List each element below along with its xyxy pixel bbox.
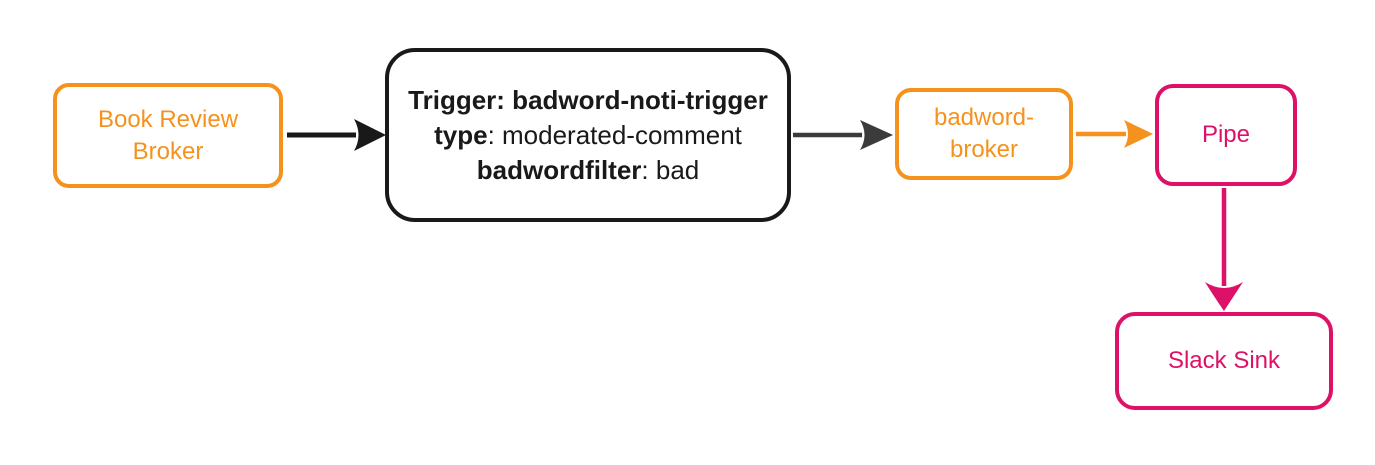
trigger-type-key: type — [434, 119, 488, 150]
trigger-filter-line: badwordfilter: bad — [477, 153, 700, 188]
node-slack-sink-label: Slack Sink — [1167, 347, 1281, 374]
node-trigger: Trigger: badword-noti-trigger type: mode… — [385, 48, 791, 222]
trigger-name-text: Trigger: badword-noti-trigger — [408, 84, 768, 115]
trigger-type-line: type: moderated-comment — [434, 118, 742, 153]
edge-trigger-to-badword-broker — [793, 120, 893, 150]
trigger-filter-value: : bad — [641, 154, 700, 185]
node-badword-broker-label: badword- broker — [933, 104, 1035, 163]
trigger-name-line: Trigger: badword-noti-trigger — [408, 83, 768, 118]
node-pipe: Pipe — [1155, 84, 1297, 186]
edge-broker-to-trigger — [287, 119, 386, 151]
edge-badword-broker-to-pipe — [1076, 120, 1153, 148]
arrowhead-right-icon — [1124, 120, 1153, 148]
edge-pipe-to-slack-sink — [1205, 188, 1243, 311]
arrowhead-right-icon — [860, 120, 893, 150]
node-slack-sink: Slack Sink — [1115, 312, 1333, 410]
node-badword-broker: badword- broker — [895, 88, 1073, 180]
node-pipe-label: Pipe — [1201, 121, 1251, 148]
arrowhead-down-icon — [1205, 282, 1243, 311]
trigger-type-value: : moderated-comment — [487, 119, 742, 150]
node-book-review-broker-label: Book Review Broker — [97, 105, 239, 165]
trigger-filter-key: badwordfilter — [476, 154, 642, 185]
arrowhead-right-icon — [354, 119, 386, 151]
node-book-review-broker: Book Review Broker — [53, 83, 283, 188]
